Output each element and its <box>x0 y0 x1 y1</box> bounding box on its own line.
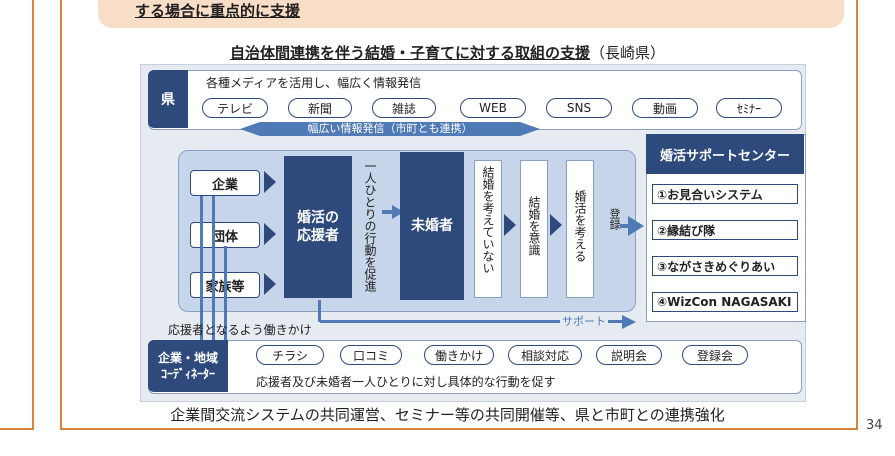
title-suffix: （長崎県） <box>590 44 666 62</box>
media-pill-video: 動画 <box>632 98 698 118</box>
entity-company-arrow-icon <box>264 171 276 193</box>
media-pill-web: WEB <box>460 98 526 118</box>
stage-box-1 <box>474 160 502 298</box>
slide-frame-right <box>856 0 858 430</box>
support-uplink-line <box>212 196 215 346</box>
support-arrow-tip-icon <box>622 315 636 329</box>
service-1: ①お見合いシステム <box>652 184 798 204</box>
support-center-title: 婚活サポートセンター <box>646 134 804 174</box>
stage-text-1: 結婚を考えていない <box>481 166 495 274</box>
action-text: 一人ひとりの行動を促進 <box>363 160 377 292</box>
service-2: ②縁結び隊 <box>652 220 798 240</box>
slide-frame-left <box>60 0 62 430</box>
media-pill-magazine: 雑誌 <box>372 98 436 118</box>
media-pill-seminar: ｾﾐﾅｰ <box>716 98 782 118</box>
page-number: 34 <box>866 418 883 433</box>
coordinator-line2: ｺｰﾃﾞｨﾈｰﾀｰ <box>160 367 215 381</box>
register-arrow-line <box>620 224 634 228</box>
activity-pill-flyer: チラシ <box>256 345 324 365</box>
heading-banner <box>98 0 844 28</box>
activity-pill-outreach: 働きかけ <box>424 345 494 365</box>
info-arrow-right-tip <box>520 122 540 136</box>
prefecture-text: 各種メディアを活用し、幅広く情報発信 <box>206 76 422 90</box>
media-pill-newspaper: 新聞 <box>288 98 352 118</box>
service-4: ④WizCon NAGASAKI <box>652 292 798 312</box>
slide-title: 自治体間連携を伴う結婚・子育てに対する取組の支援（長崎県） <box>0 42 895 63</box>
info-arrow-left-tip <box>240 122 260 136</box>
stage-arrow-1-icon <box>504 214 516 236</box>
prefecture-label: 県 <box>148 70 188 128</box>
left-frame-bottom <box>0 428 34 430</box>
activity-pill-consultation: 相談対応 <box>508 345 582 365</box>
supporter-box: 婚活の 応援者 <box>284 156 352 298</box>
coordinator-label: 企業・地域 ｺｰﾃﾞｨﾈｰﾀｰ <box>148 340 228 392</box>
support-down-line <box>318 300 321 322</box>
title-main: 自治体間連携を伴う結婚・子育てに対する取組の支援 <box>229 44 590 62</box>
stage-box-2 <box>520 160 548 298</box>
support-label: サポート <box>560 313 608 329</box>
entity-company: 企業 <box>190 170 260 196</box>
activity-pill-word-of-mouth: 口コミ <box>340 345 402 365</box>
media-pill-tv: テレビ <box>202 98 268 118</box>
activity-pill-registration: 登録会 <box>682 345 748 365</box>
slide-frame-bottom <box>60 428 858 430</box>
info-arrow: 幅広い情報発信（市町とも連携） <box>260 122 520 136</box>
activity-pill-briefing: 説明会 <box>596 345 662 365</box>
entity-group-arrow-icon <box>264 223 276 245</box>
register-arrow-tip-icon <box>628 216 644 236</box>
footer-text: 企業間交流システムの共同運営、セミナー等の共同開催等、県と市町との連携強化 <box>170 406 725 424</box>
support-uplink-line <box>224 246 227 346</box>
support-note: 応援者となるよう働きかけ <box>168 323 312 337</box>
register-label: 登録 <box>608 208 621 230</box>
stage-arrow-2-icon <box>550 214 562 236</box>
banner-text: する場合に重点的に支援 <box>135 2 301 20</box>
stage-box-3 <box>566 160 594 298</box>
media-pill-sns: SNS <box>546 98 612 118</box>
stage-text-2: 結婚を意識 <box>527 196 541 256</box>
entity-family-arrow-icon <box>264 273 276 295</box>
left-frame-line <box>32 0 34 430</box>
support-uplink-line <box>200 196 203 346</box>
support-line <box>320 320 622 323</box>
unmarried-box: 未婚者 <box>400 152 464 300</box>
coordinator-line1: 企業・地域 <box>157 351 218 365</box>
service-3: ③ながさきめぐりあい <box>652 256 798 276</box>
stage-text-3: 婚活を考える <box>573 190 587 262</box>
coordinator-text: 応援者及び未婚者一人ひとりに対し具体的な行動を促す <box>256 375 556 389</box>
